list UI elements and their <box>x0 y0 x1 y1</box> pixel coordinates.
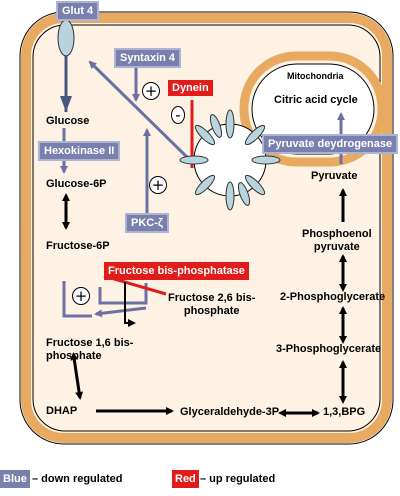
pyruvate-dehydrogenase-label: Pyruvate deydrogenase <box>262 134 399 154</box>
glucose-label: Glucose <box>46 115 90 127</box>
glucose-6p-label: Glucose-6P <box>46 178 107 190</box>
glut4-vesicle <box>179 109 281 211</box>
phosphoenolpyruvate-label: Phosphoenol pyruvate <box>302 228 372 253</box>
glut4-label: Glut 4 <box>56 1 100 21</box>
bpg-label: 1,3,BPG <box>323 406 366 418</box>
legend-blue-swatch: Blue <box>0 470 30 488</box>
legend-blue-text: – down regulated <box>32 473 123 485</box>
legend-red-text: – up regulated <box>200 473 276 485</box>
legend-red-swatch: Red <box>172 470 199 488</box>
f16-dhap-arrow <box>70 352 84 400</box>
f26-formation-arrow <box>124 282 136 327</box>
glyceraldehyde-3p-label: Glyceraldehyde-3P <box>180 406 280 418</box>
mitochondria-label: Mitochondria <box>287 71 344 81</box>
2-phosphoglycerate-label: 2-Phosphoglycerate <box>280 291 386 303</box>
pkc-plus-sign: + <box>149 176 167 194</box>
citric-acid-cycle-label: Citric acid cycle <box>274 94 358 106</box>
cell-membrane-inner <box>32 24 381 432</box>
3-phosphoglycerate-label: 3-Phosphoglycerate <box>276 343 382 355</box>
glut4-arrowhead <box>60 96 72 112</box>
f26-activation-arrow <box>98 283 148 305</box>
dynein-minus-sign: - <box>171 106 185 124</box>
fructose-16-bisphosphate-label: Fructose 1,6 bis- phosphate <box>46 337 134 362</box>
syntaxin4-plus-sign: + <box>142 82 160 100</box>
hexokinase-label: Hexokinase II <box>38 141 121 161</box>
dynein-label: Dynein <box>168 80 213 96</box>
f6p-f16-bracket <box>62 281 92 318</box>
fructose-6p-label: Fructose-6P <box>46 240 110 252</box>
dhap-label: DHAP <box>46 405 78 417</box>
fructose-26-bisphosphate-label: Fructose 2,6 bis- phosphate <box>168 292 256 317</box>
syntaxin4-label: Syntaxin 4 <box>114 48 182 68</box>
f26-to-f16-arrow <box>94 306 147 318</box>
pkc-label: PKC-ζ <box>125 213 169 233</box>
vesicle-to-glut4-arrow <box>88 60 192 162</box>
fbpase-label: Fructose bis-phosphatase <box>104 262 249 280</box>
cell-membrane-outer <box>19 11 394 445</box>
f26-plus-sign: + <box>72 287 90 305</box>
glut4-transporter <box>57 19 75 57</box>
mitochondrion-inner <box>251 63 375 155</box>
pyruvate-label: Pyruvate <box>311 170 358 182</box>
